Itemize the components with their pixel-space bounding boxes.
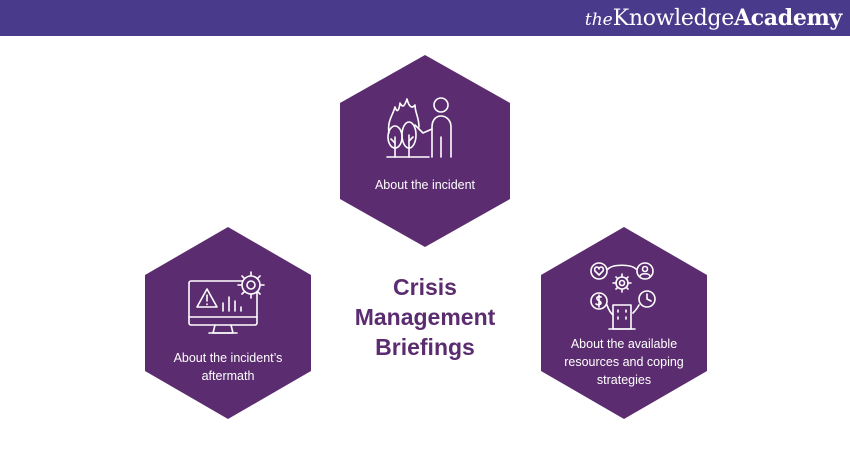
resources-cycle-icon (590, 262, 656, 330)
node-label: About the available resources and coping… (564, 337, 684, 387)
monitor-warning-gear-icon (188, 271, 265, 334)
burning-forest-person-icon (386, 97, 452, 158)
brand-knowledge: Knowledge (612, 6, 735, 31)
diagram-title: Crisis Management Briefings (330, 272, 520, 362)
header-bar: theKnowledgeAcademy (0, 0, 850, 36)
brand-the: the (584, 10, 613, 30)
diagram-title-line: Crisis (393, 274, 457, 300)
diagram-title-line: Briefings (375, 334, 475, 360)
node-label: About the incident (374, 178, 476, 192)
hex-node-resources: About the available resources and coping… (541, 227, 707, 419)
brand-logo[interactable]: theKnowledgeAcademy (585, 3, 842, 33)
hexagon-shape (340, 55, 510, 247)
hex-node-aftermath: About the incident’s aftermath (145, 227, 311, 419)
hex-node-incident: About the incident (340, 55, 510, 247)
brand-academy: Academy (733, 5, 842, 31)
node-label: About the incident’s aftermath (173, 351, 283, 383)
hexagon-shape (541, 227, 707, 419)
diagram-title-line: Management (354, 304, 496, 330)
hexagon-shape (145, 227, 311, 419)
